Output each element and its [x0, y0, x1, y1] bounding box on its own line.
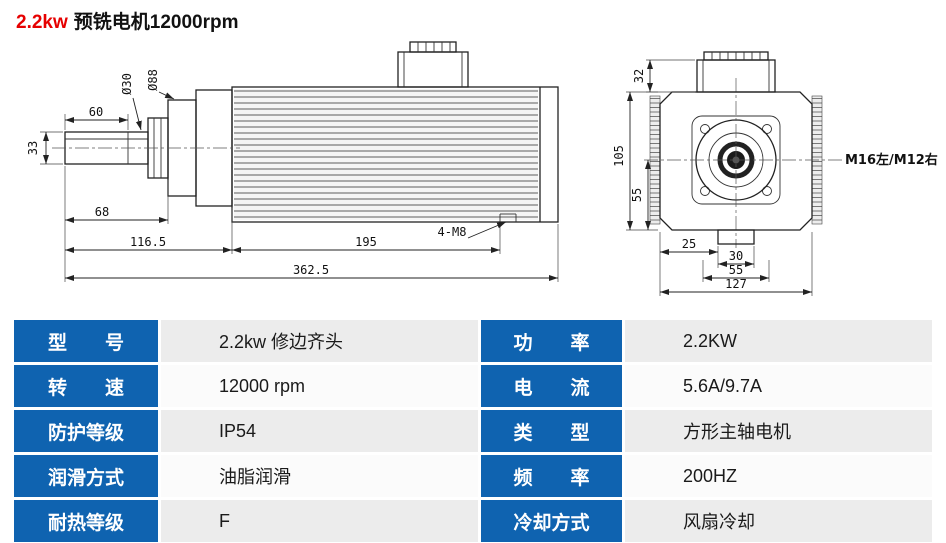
spec-value-lubrication: 油脂润滑 [161, 455, 478, 497]
dim-label-body-length: 195 [355, 235, 377, 249]
dim-label-frame-height: 105 [612, 145, 626, 167]
spec-value-frequency: 200HZ [625, 455, 932, 497]
dim-label-shaft-diameter: Ø30 [120, 73, 134, 95]
dim-label-slot-width: 30 [729, 249, 743, 263]
dim-label-frame-width: 127 [725, 277, 747, 291]
spec-label-cooling: 冷却方式 [481, 500, 622, 542]
side-view [52, 41, 559, 223]
spec-label-heat-class: 耐热等级 [14, 500, 158, 542]
table-row: 耐热等级 F 冷却方式 风扇冷却 [14, 500, 932, 542]
front-view-dimensions: 32 105 55 M16左/M12右 25 30 55 [612, 59, 938, 296]
spec-label-speed: 转 速 [14, 365, 158, 407]
spec-label-lubrication: 润滑方式 [14, 455, 158, 497]
dim-label-overall-length: 362.5 [293, 263, 329, 277]
table-row: 防护等级 IP54 类 型 方形主轴电机 [14, 410, 932, 452]
title-text: 预铣电机12000rpm [73, 12, 239, 33]
dim-label-edge-to-slot: 25 [682, 237, 696, 251]
spec-label-protection: 防护等级 [14, 410, 158, 452]
spec-table: 型 号 2.2kw 修边齐头 功 率 2.2KW 转 速 12000 rpm 电… [14, 320, 932, 542]
thread-spec-label: M16左/M12右 [845, 152, 938, 168]
spec-label-current: 电 流 [481, 365, 622, 407]
dim-label-housing-diameter: Ø88 [146, 69, 160, 91]
dim-label-center-to-base: 55 [630, 188, 644, 202]
table-row: 型 号 2.2kw 修边齐头 功 率 2.2KW [14, 320, 932, 362]
spec-value-current: 5.6A/9.7A [625, 365, 932, 407]
title-power-highlight: 2.2kw [16, 12, 68, 33]
dim-label-box-height: 32 [632, 69, 646, 83]
spec-value-speed: 12000 rpm [161, 365, 478, 407]
side-view-dimensions: 60 Ø30 Ø88 33 68 116.5 195 4-M8 [26, 69, 559, 282]
dim-label-front-section: 68 [95, 205, 109, 219]
spec-label-model: 型 号 [14, 320, 158, 362]
side-junction-box [397, 41, 469, 88]
dim-label-front-length: 116.5 [130, 235, 166, 249]
front-view [644, 51, 842, 248]
front-junction-box [696, 51, 776, 93]
spec-label-frequency: 频 率 [481, 455, 622, 497]
dim-label-shaft-exposed-length: 60 [89, 105, 103, 119]
spec-value-heat-class: F [161, 500, 478, 542]
spec-value-protection: IP54 [161, 410, 478, 452]
dim-label-bolt-spacing: 55 [729, 263, 743, 277]
technical-drawing: 60 Ø30 Ø88 33 68 116.5 195 4-M8 [26, 41, 938, 296]
spec-label-power: 功 率 [481, 320, 622, 362]
spec-value-power: 2.2KW [625, 320, 932, 362]
spec-value-cooling: 风扇冷却 [625, 500, 932, 542]
dim-label-mount-holes: 4-M8 [438, 225, 467, 239]
spec-label-type: 类 型 [481, 410, 622, 452]
spec-value-type: 方形主轴电机 [625, 410, 932, 452]
table-row: 润滑方式 油脂润滑 频 率 200HZ [14, 455, 932, 497]
dim-label-shaft-height: 33 [26, 141, 40, 155]
table-row: 转 速 12000 rpm 电 流 5.6A/9.7A [14, 365, 932, 407]
spec-value-model: 2.2kw 修边齐头 [161, 320, 478, 362]
